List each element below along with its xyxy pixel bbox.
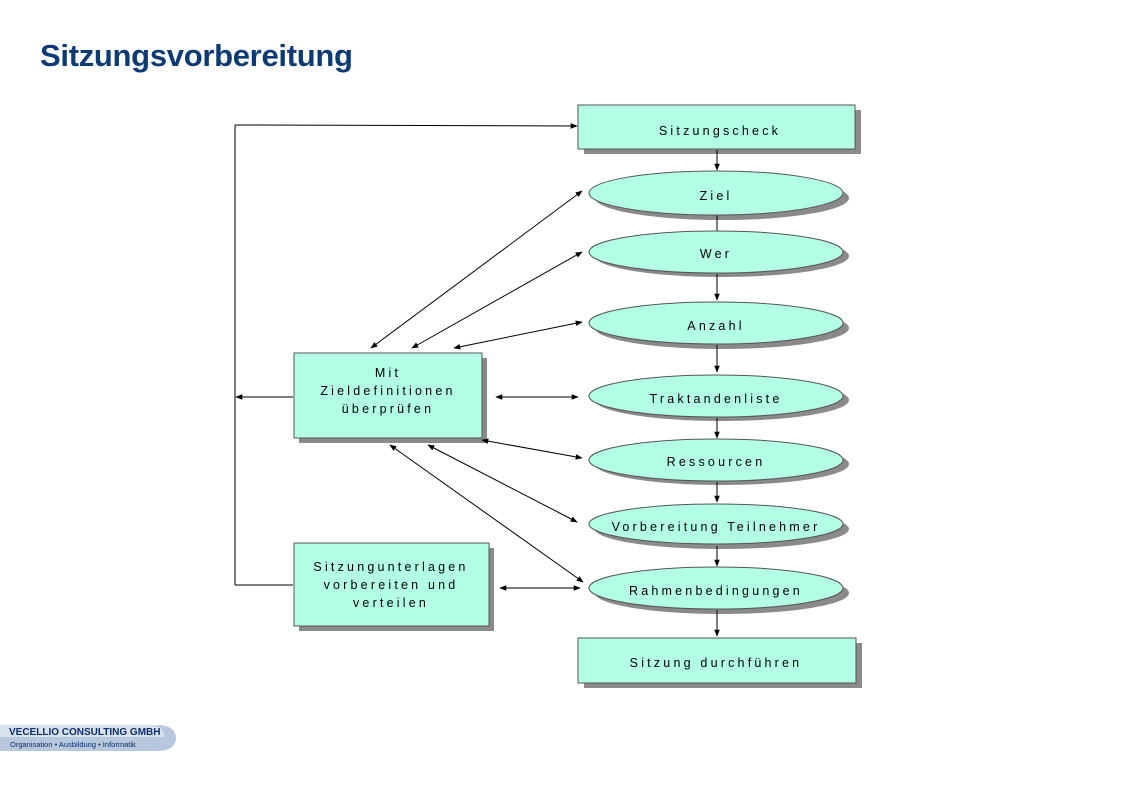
node-wer: Wer: [588, 230, 844, 274]
page-title: Sitzungsvorbereitung: [40, 38, 353, 73]
node-sitzungunterlagen-line2: vorbereiten und: [324, 578, 459, 592]
node-vorbereitung-teilnehmer: Vorbereitung Teilnehmer: [588, 503, 844, 545]
node-zieldefinitionen-line1: Mit: [375, 366, 401, 380]
node-sitzungscheck-label: Sitzungscheck: [659, 124, 781, 138]
node-vorbereitung-teilnehmer-label: Vorbereitung Teilnehmer: [612, 520, 821, 534]
node-traktandenliste-label: Traktandenliste: [650, 392, 783, 406]
node-sitzung-durchfuehren-label: Sitzung durchführen: [630, 656, 803, 670]
node-wer-label: Wer: [700, 247, 732, 261]
node-traktandenliste: Traktandenliste: [588, 374, 844, 418]
node-anzahl: Anzahl: [588, 301, 844, 345]
node-sitzungunterlagen: Sitzungunterlagen vorbereiten und vertei…: [293, 542, 490, 627]
node-ziel: Ziel: [588, 170, 844, 216]
node-sitzungunterlagen-line3: verteilen: [353, 596, 429, 610]
node-rahmenbedingungen-label: Rahmenbedingungen: [629, 584, 803, 598]
company-logo: VECELLIO CONSULTING GMBH Organisation • …: [0, 725, 176, 751]
node-rahmenbedingungen: Rahmenbedingungen: [588, 566, 844, 610]
node-anzahl-label: Anzahl: [687, 319, 744, 333]
node-zieldefinitionen: Mit Zieldefinitionen überprüfen: [293, 352, 483, 439]
node-sitzungunterlagen-line1: Sitzungunterlagen: [313, 560, 468, 574]
node-sitzung-durchfuehren: Sitzung durchführen: [577, 637, 857, 684]
node-ziel-label: Ziel: [700, 189, 733, 203]
logo-shape: [0, 725, 176, 751]
node-zieldefinitionen-line2: Zieldefinitionen: [320, 384, 455, 398]
node-zieldefinitionen-line3: überprüfen: [342, 402, 434, 416]
node-ressourcen: Ressourcen: [588, 438, 844, 482]
node-sitzungscheck: Sitzungscheck: [577, 104, 856, 150]
logo-tagline: Organisation • Ausbildung • Informatik: [10, 740, 136, 749]
logo-company-name: VECELLIO CONSULTING GMBH: [9, 727, 161, 738]
node-ressourcen-label: Ressourcen: [667, 455, 766, 469]
